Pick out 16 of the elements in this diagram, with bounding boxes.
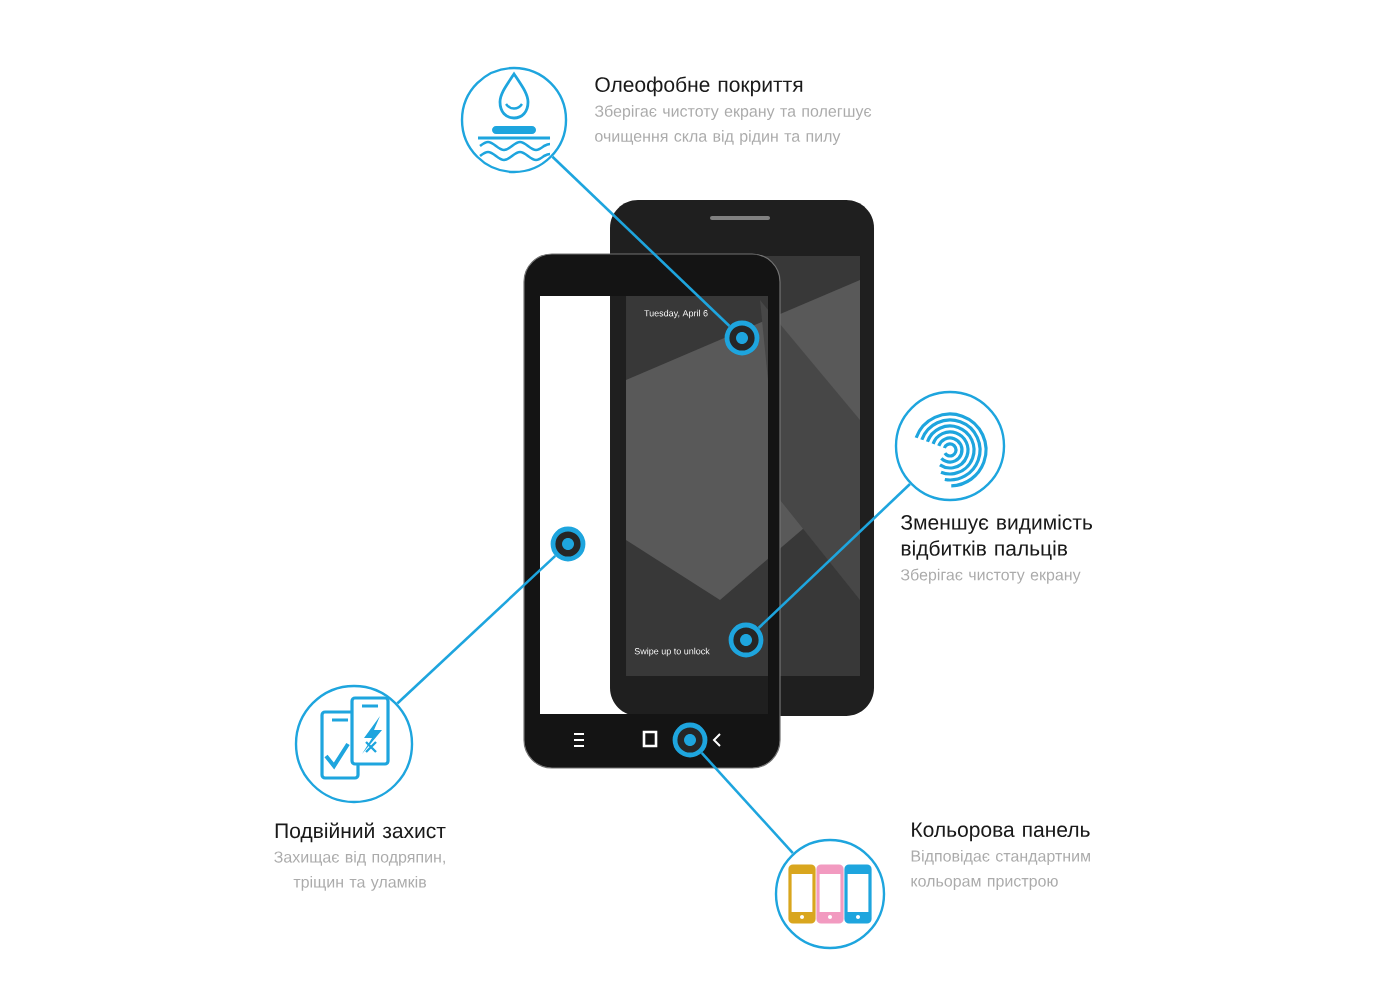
callout-heading: Кольорова панель: [912, 822, 1090, 842]
leader-line: [757, 483, 911, 629]
callout-text: Відповідає стандартним кольорам пристрою: [911, 850, 1090, 890]
leader-line: [396, 554, 557, 705]
target-marker: [672, 722, 708, 758]
callout-heading: Подвійний захист: [275, 822, 446, 843]
target-marker: [728, 622, 764, 658]
target-marker: [724, 320, 760, 356]
target-marker: [550, 526, 586, 562]
callout-heading: Зменшує видимість відбитків пальців: [901, 514, 1093, 560]
callout-text: Зберігає чистоту екрану: [900, 568, 1081, 584]
callout-text: Захищає від подряпин, тріщин та уламків: [274, 850, 445, 891]
callout-heading: Олеофобне покриття: [595, 76, 803, 97]
leader-line: [551, 155, 731, 327]
callout-text: Зберігає чистоту екрану та полегшує очищення скла від рідин та пилу: [594, 104, 872, 145]
leader-line: [700, 752, 794, 854]
